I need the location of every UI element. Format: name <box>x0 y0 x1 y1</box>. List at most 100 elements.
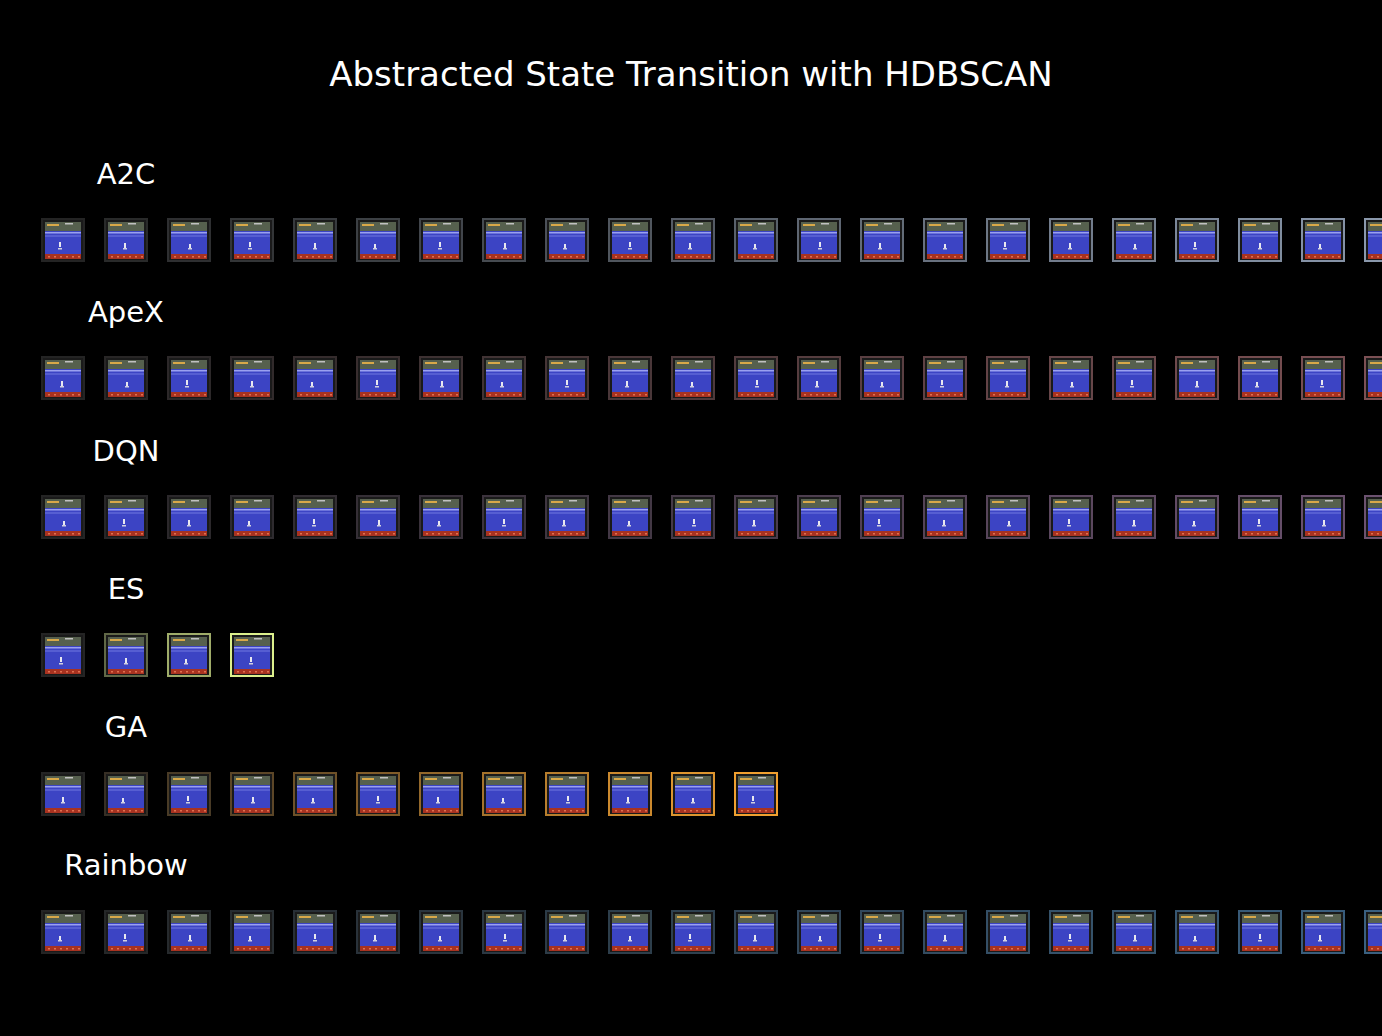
row-label: ES <box>16 571 236 607</box>
state-thumbnail <box>861 357 903 399</box>
state-thumbnail <box>294 773 336 815</box>
state-thumbnail <box>1239 219 1281 261</box>
state-thumbnail <box>357 219 399 261</box>
state-thumbnail <box>1302 911 1344 953</box>
state-thumbnail <box>672 357 714 399</box>
state-thumbnail <box>546 496 588 538</box>
state-thumbnail <box>1176 496 1218 538</box>
row-label: A2C <box>16 156 236 192</box>
row-label: DQN <box>16 433 236 469</box>
state-thumbnail <box>609 773 651 815</box>
state-thumbnail <box>420 357 462 399</box>
state-thumbnail <box>1176 219 1218 261</box>
row-label: ApeX <box>16 294 236 330</box>
state-thumbnail <box>420 911 462 953</box>
state-thumbnail <box>924 911 966 953</box>
state-thumbnail <box>546 773 588 815</box>
state-thumbnail <box>1302 219 1344 261</box>
state-thumbnail <box>546 357 588 399</box>
state-thumbnail <box>42 496 84 538</box>
state-thumbnail <box>483 911 525 953</box>
state-thumbnail <box>42 911 84 953</box>
state-thumbnail <box>1113 911 1155 953</box>
state-thumbnail <box>231 357 273 399</box>
state-thumbnail <box>609 357 651 399</box>
state-thumbnail <box>1050 911 1092 953</box>
state-thumbnail <box>1176 911 1218 953</box>
state-thumbnail <box>483 219 525 261</box>
state-thumbnail <box>735 496 777 538</box>
state-thumbnail <box>924 219 966 261</box>
chart-title: Abstracted State Transition with HDBSCAN <box>0 53 1382 95</box>
state-thumbnail <box>294 496 336 538</box>
state-thumbnail <box>861 911 903 953</box>
state-thumbnail <box>1050 496 1092 538</box>
state-thumbnail <box>105 219 147 261</box>
state-thumbnail <box>357 911 399 953</box>
state-thumbnail <box>987 911 1029 953</box>
state-thumbnail <box>1302 496 1344 538</box>
state-thumbnail <box>861 219 903 261</box>
state-thumbnail <box>798 357 840 399</box>
state-thumbnail <box>798 496 840 538</box>
state-thumbnail <box>1365 911 1382 953</box>
state-thumbnail <box>609 911 651 953</box>
state-thumbnail <box>1050 357 1092 399</box>
state-thumbnail <box>105 357 147 399</box>
state-thumbnail <box>735 773 777 815</box>
state-thumbnail <box>42 634 84 676</box>
state-thumbnail <box>357 496 399 538</box>
state-thumbnail <box>1113 496 1155 538</box>
state-thumbnail <box>672 911 714 953</box>
state-thumbnail <box>420 496 462 538</box>
state-thumbnail <box>357 357 399 399</box>
state-thumbnail <box>483 773 525 815</box>
state-thumbnail <box>231 634 273 676</box>
state-thumbnail <box>609 219 651 261</box>
state-thumbnail <box>798 219 840 261</box>
state-thumbnail <box>483 357 525 399</box>
state-thumbnail <box>168 634 210 676</box>
state-thumbnail <box>420 773 462 815</box>
state-thumbnail <box>231 219 273 261</box>
state-thumbnail <box>798 911 840 953</box>
state-thumbnail <box>294 357 336 399</box>
state-thumbnail <box>987 496 1029 538</box>
state-thumbnail <box>420 219 462 261</box>
state-thumbnail <box>1239 496 1281 538</box>
state-thumbnail <box>168 911 210 953</box>
state-thumbnail <box>609 496 651 538</box>
state-thumbnail <box>546 911 588 953</box>
row-label: GA <box>16 709 236 745</box>
state-thumbnail <box>1239 357 1281 399</box>
row-label: Rainbow <box>16 847 236 883</box>
state-thumbnail <box>294 219 336 261</box>
state-thumbnail <box>483 496 525 538</box>
state-thumbnail <box>42 357 84 399</box>
state-thumbnail <box>987 219 1029 261</box>
state-thumbnail <box>546 219 588 261</box>
state-thumbnail <box>231 911 273 953</box>
state-thumbnail <box>105 773 147 815</box>
state-thumbnail <box>672 773 714 815</box>
state-thumbnail <box>168 357 210 399</box>
state-thumbnail <box>168 219 210 261</box>
state-thumbnail <box>735 911 777 953</box>
state-thumbnail <box>1365 219 1382 261</box>
state-thumbnail <box>1239 911 1281 953</box>
state-thumbnail <box>1365 496 1382 538</box>
state-thumbnail <box>1365 357 1382 399</box>
state-thumbnail <box>42 773 84 815</box>
state-thumbnail <box>105 496 147 538</box>
state-thumbnail <box>1113 357 1155 399</box>
state-thumbnail <box>672 496 714 538</box>
state-thumbnail <box>105 911 147 953</box>
state-thumbnail <box>672 219 714 261</box>
state-thumbnail <box>42 219 84 261</box>
state-thumbnail <box>357 773 399 815</box>
state-thumbnail <box>987 357 1029 399</box>
state-thumbnail <box>294 911 336 953</box>
state-thumbnail <box>1302 357 1344 399</box>
state-thumbnail <box>924 496 966 538</box>
